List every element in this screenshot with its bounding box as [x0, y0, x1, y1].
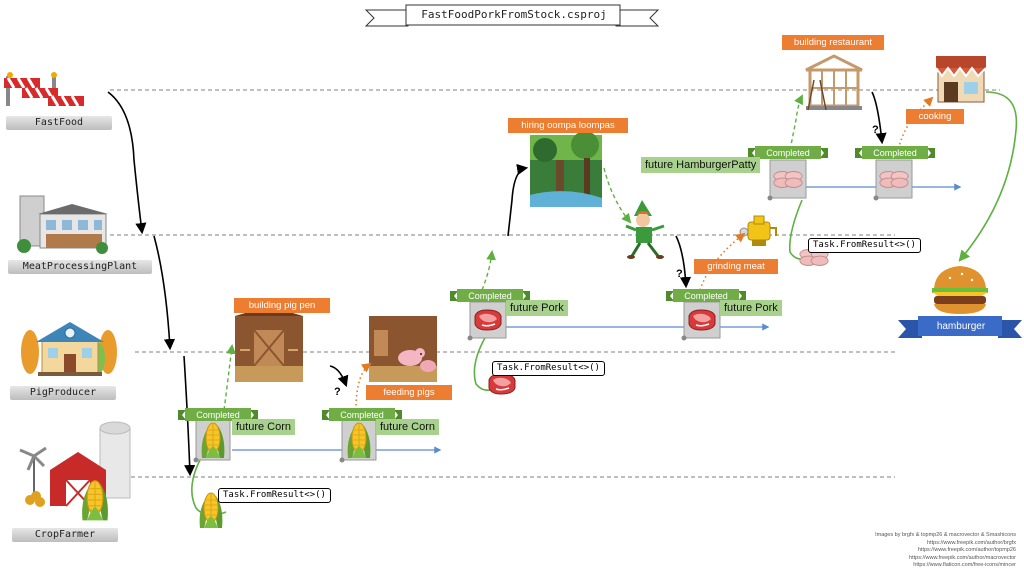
project-title: FastFoodPorkFromStock.csproj	[421, 8, 607, 21]
restaurant-construction-icon	[805, 54, 863, 111]
meat-icon	[488, 373, 516, 395]
barrier-icon	[4, 72, 84, 107]
future-hamburgerpatty-label: future HamburgerPatty	[641, 157, 761, 173]
await-question-mark: ?	[676, 268, 683, 280]
image-credits: Images by brgfx & topmp26 & macrovector …	[875, 532, 1016, 570]
crop-farm-barn-icon	[19, 421, 131, 507]
future-pork-label: future Pork	[506, 300, 568, 316]
patty-icon	[879, 170, 909, 188]
title-banner	[364, 4, 660, 27]
restaurant-icon	[935, 56, 987, 103]
credit-line: https://www.freepik.com/author/macrovect…	[909, 554, 1016, 561]
task-fromresult-code: Task.FromResult<>()	[492, 361, 605, 376]
pigs-in-barn-icon	[369, 316, 437, 382]
future-box-patty-2	[873, 159, 913, 201]
await-question-mark: ?	[872, 124, 879, 136]
meat-icon	[688, 309, 716, 331]
actor-label-meatprocessingplant: MeatProcessingPlant	[8, 260, 152, 274]
hamburger-ribbon	[898, 316, 1022, 338]
dependency-arrows-dashed	[223, 94, 803, 411]
future-box-patty-1	[767, 159, 807, 201]
meat-icon	[474, 309, 502, 331]
future-box-corn-2	[339, 419, 377, 463]
actor-label-cropfarmer: CropFarmer	[12, 528, 118, 542]
completed-label: Completed	[196, 410, 240, 420]
task-building-pig-pen: building pig pen	[234, 298, 330, 313]
future-box-corn-1	[193, 419, 231, 463]
future-corn-label: future Corn	[376, 419, 440, 435]
task-fromresult-code: Task.FromResult<>()	[218, 488, 331, 503]
task-grinding-meat: grinding meat	[694, 259, 778, 274]
control-flow-arrows	[107, 91, 887, 477]
task-fromresult-code: Task.FromResult<>()	[808, 238, 921, 253]
credit-line: https://www.freepik.com/author/brgfx	[927, 539, 1016, 546]
hamburger-label: hamburger	[936, 321, 986, 332]
elf-icon	[625, 200, 665, 259]
actor-label-pigproducer: PigProducer	[10, 386, 116, 400]
task-feeding-pigs: feeding pigs	[366, 385, 452, 400]
pig-farm-house-icon	[21, 322, 117, 376]
completed-label: Completed	[340, 410, 384, 420]
await-question-mark: ?	[334, 386, 341, 398]
progress-arrows-dotted	[355, 96, 934, 411]
completed-label: Completed	[873, 148, 917, 158]
future-pork-label: future Pork	[720, 300, 782, 316]
completed-label: Completed	[468, 291, 512, 301]
future-corn-label: future Corn	[232, 419, 296, 435]
future-box-pork-2	[681, 301, 721, 341]
completed-label: Completed	[766, 148, 810, 158]
patty-icon	[773, 170, 803, 188]
task-cooking: cooking	[906, 109, 964, 124]
task-building-restaurant: building restaurant	[782, 35, 884, 50]
hamburger-icon	[932, 266, 988, 314]
factory-icon	[17, 195, 108, 254]
credit-line: Images by brgfx & topmp26 & macrovector …	[875, 532, 1016, 538]
credit-line: https://www.flaticon.com/free-icons/minc…	[913, 562, 1016, 568]
completed-label: Completed	[684, 291, 728, 301]
future-box-pork-1	[467, 301, 507, 341]
task-hiring: hiring oompa loompas	[508, 118, 628, 133]
meat-grinder-icon	[739, 215, 777, 246]
forest-icon	[530, 131, 602, 207]
pig-pen-barn-icon	[235, 306, 303, 382]
credit-line: https://www.freepik.com/author/topmp26	[917, 547, 1016, 553]
actor-label-fastfood: FastFood	[6, 116, 112, 130]
